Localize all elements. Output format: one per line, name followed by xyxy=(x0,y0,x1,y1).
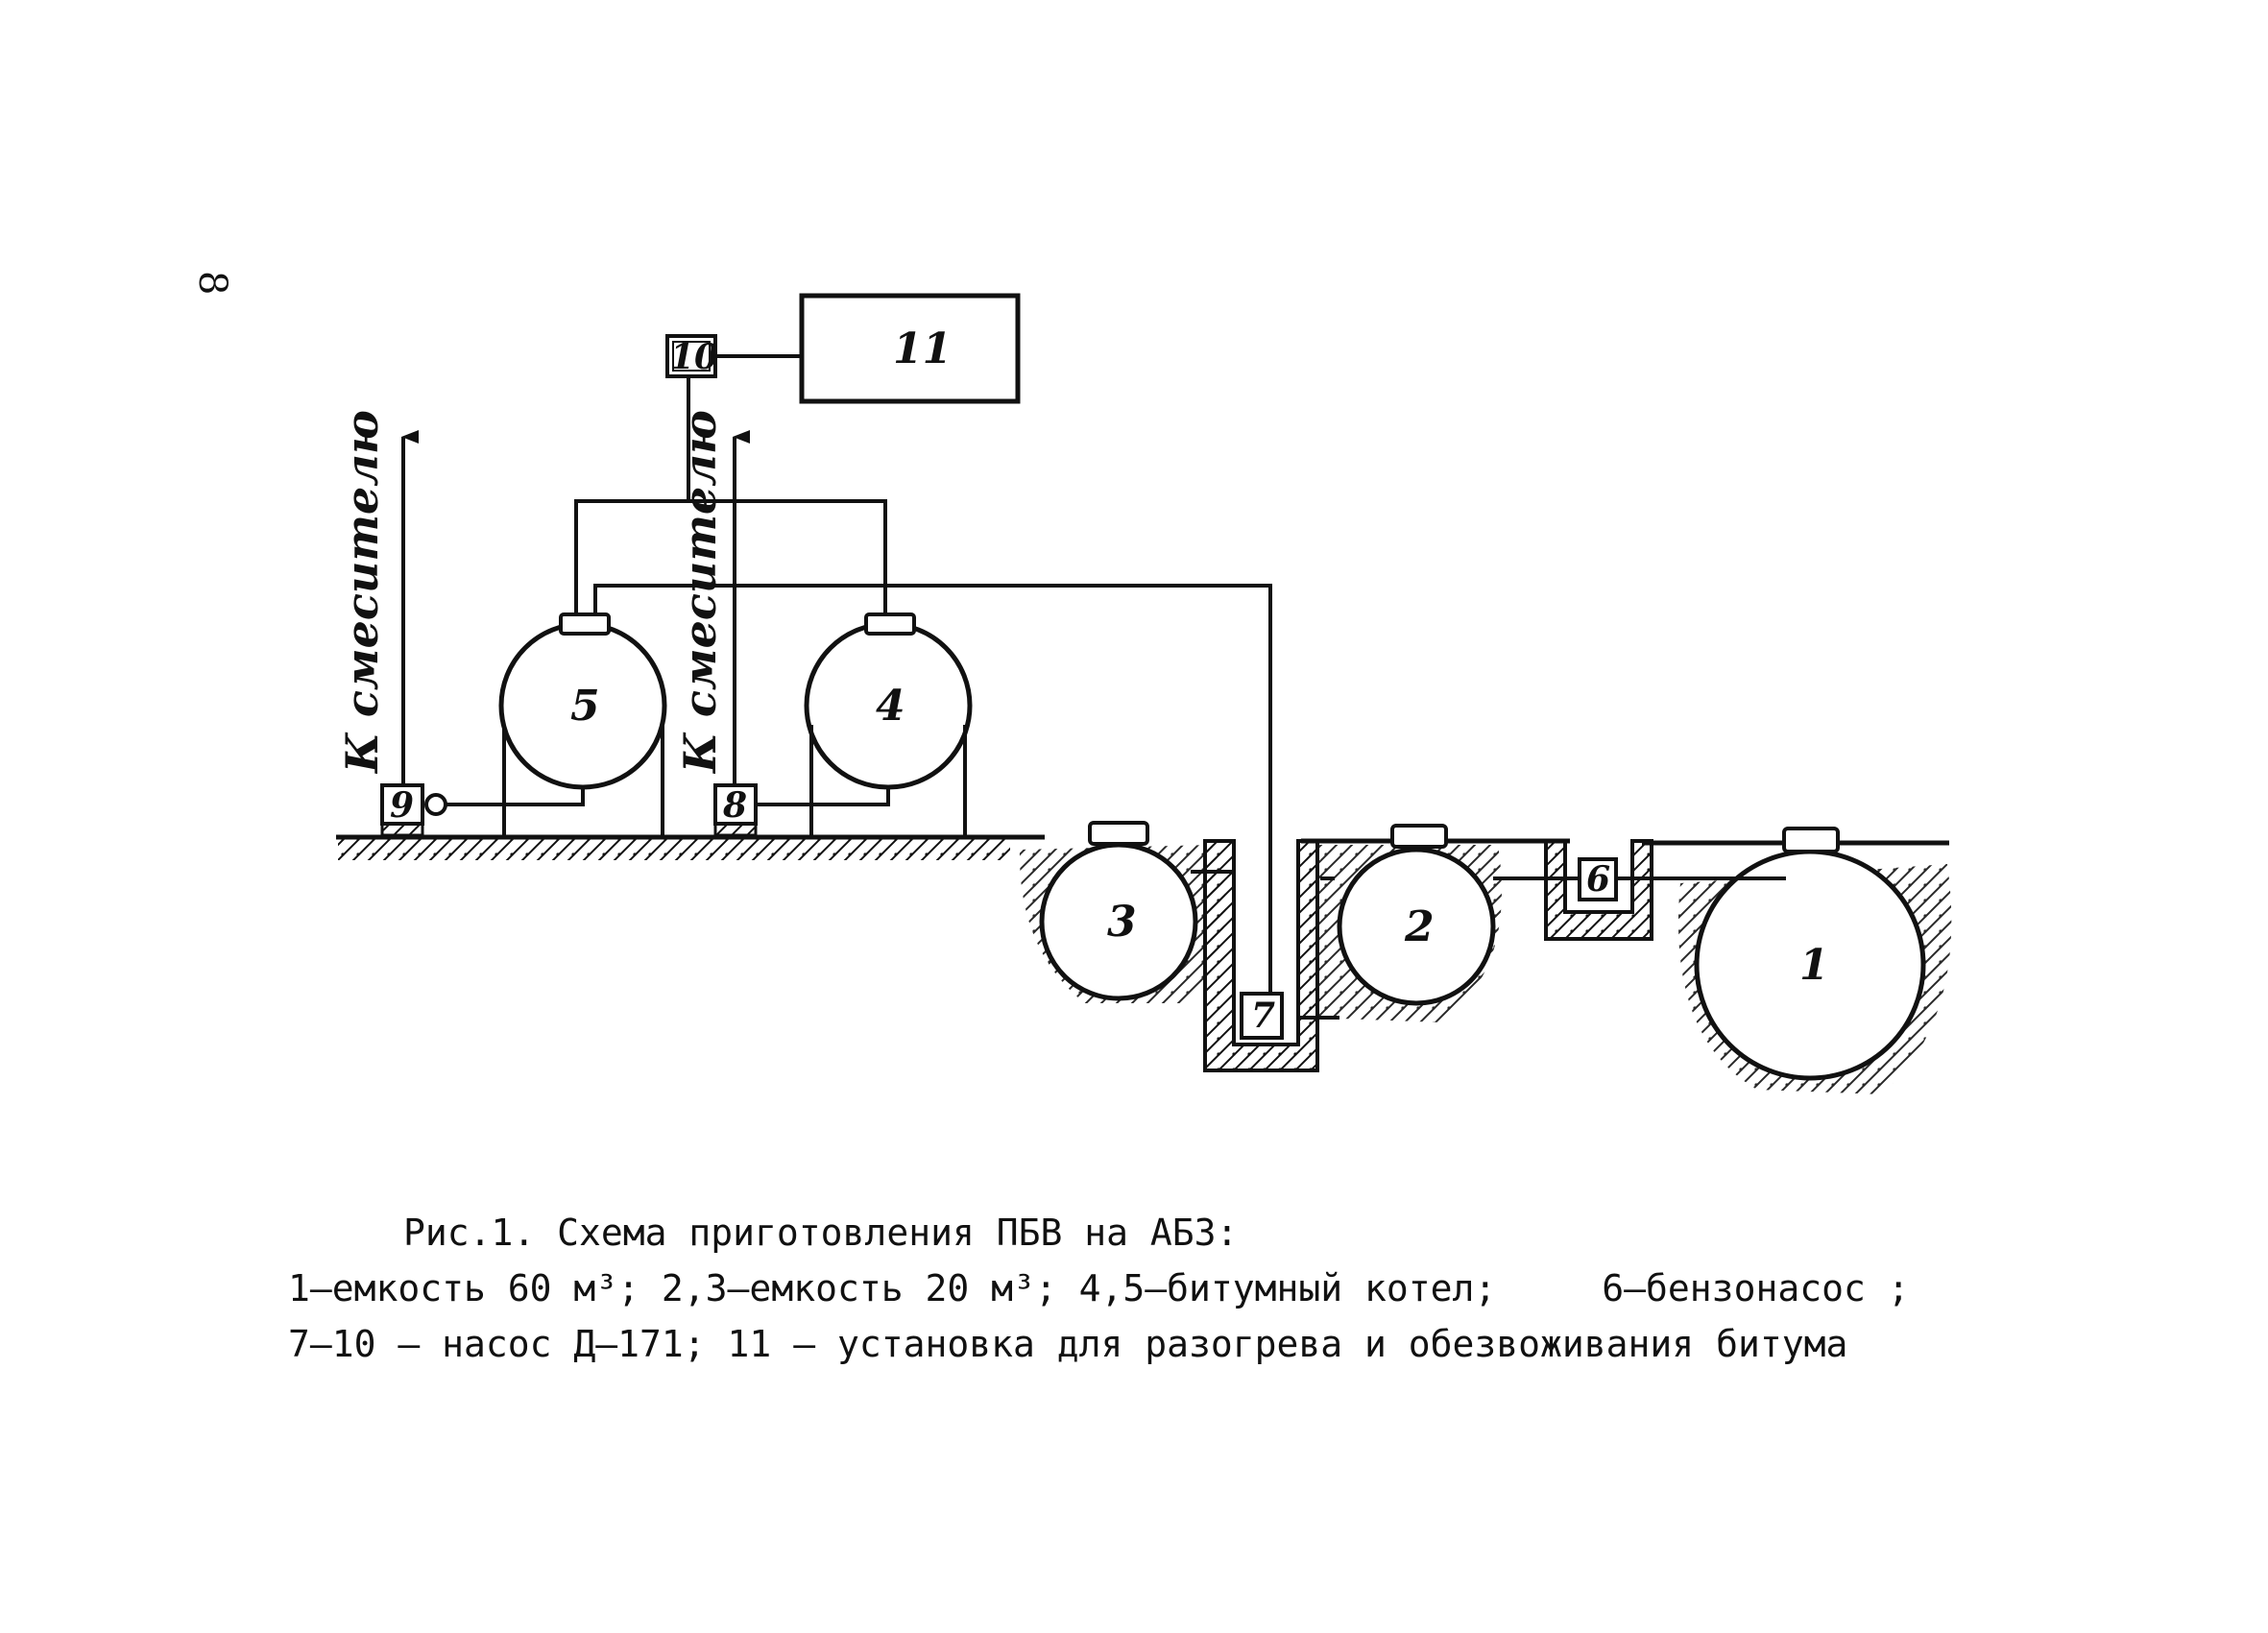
boiler-5-label: 5 xyxy=(570,682,600,731)
pump-7-pit: 7 xyxy=(1203,839,1319,1072)
pump-6-pit: 6 xyxy=(1544,839,1653,941)
pump-8-label: 8 xyxy=(722,785,747,826)
tank-2-label: 2 xyxy=(1404,902,1435,951)
caption-title: Рис.1. Схема приготовления ПБВ на АБЗ: xyxy=(403,1212,1239,1254)
figure-caption: Рис.1. Схема приготовления ПБВ на АБЗ: 1… xyxy=(0,1205,2268,1372)
pump-7-label: 7 xyxy=(1251,996,1275,1036)
pump-9: 9 xyxy=(380,783,447,837)
heating-unit-11: 11 xyxy=(799,293,1021,404)
pump-8: 8 xyxy=(713,783,758,837)
tank-3-label: 3 xyxy=(1107,898,1137,947)
caption-line-2: 7–10 – насос Д–171; 11 – установка для р… xyxy=(288,1323,1848,1365)
tank-2: 2 xyxy=(1306,824,1502,1022)
tank-3: 3 xyxy=(1019,821,1226,1003)
pump-10: 10 xyxy=(665,334,718,378)
to-mixer-label-right: К смесителю xyxy=(674,410,726,775)
to-mixer-label-left: К смесителю xyxy=(336,410,388,775)
pipelines xyxy=(446,354,1786,1020)
tank-1: 1 xyxy=(1677,827,1952,1094)
pump-7-box xyxy=(1240,992,1284,1040)
heating-unit-11-label: 11 xyxy=(893,324,952,373)
page-number: 8 xyxy=(190,271,234,295)
boiler-4-label: 4 xyxy=(876,682,905,731)
tank-1-label: 1 xyxy=(1799,941,1829,990)
boiler-5: 5 xyxy=(498,612,667,837)
pump-6-label: 6 xyxy=(1586,859,1610,900)
pump-10-label: 10 xyxy=(670,337,718,377)
caption-line-1b: 6–бензонасос ; xyxy=(1602,1267,1910,1309)
caption-line-1a: 1–емкость 60 м³; 2,3–емкость 20 м³; 4,5–… xyxy=(288,1267,1497,1309)
caption-line-1: 1–емкость 60 м³; 2,3–емкость 20 м³; 4,5–… xyxy=(0,1261,2268,1316)
pump-9-label: 9 xyxy=(390,785,414,826)
boiler-4: 4 xyxy=(804,612,973,837)
